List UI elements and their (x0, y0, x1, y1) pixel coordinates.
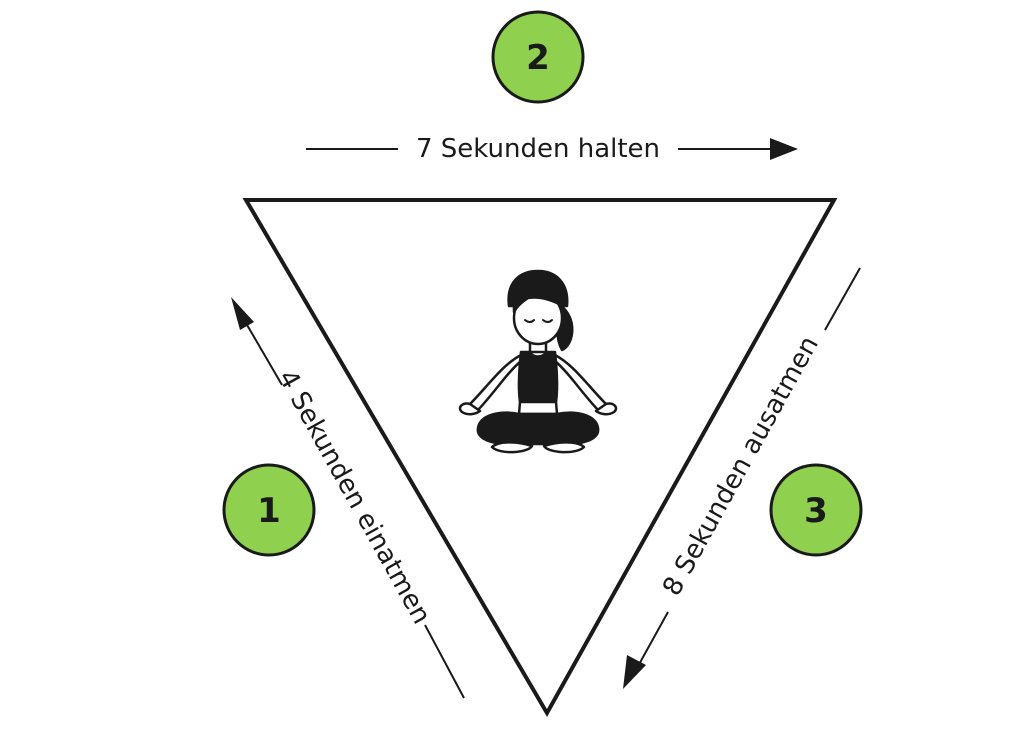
step-1-arrow (242, 317, 283, 386)
step-2: 2 7 Sekunden halten (306, 10, 798, 164)
step-1-arrowhead (231, 297, 254, 330)
meditating-woman-icon (458, 269, 618, 454)
breathing-triangle (242, 198, 838, 718)
step-1-number: 1 (257, 491, 281, 531)
step-2-arrowhead (770, 138, 798, 160)
step-1-circle (222, 463, 316, 557)
step-3-line-top (824, 267, 861, 331)
step-2-number: 2 (526, 38, 550, 78)
step-1-line-bottom (424, 624, 465, 699)
step-2-label: 7 Sekunden halten (416, 134, 660, 164)
step-3-number: 3 (804, 491, 828, 531)
step-2-circle (491, 10, 585, 104)
step-3-arrowhead (623, 655, 646, 689)
step-3-arrow (636, 611, 669, 669)
step-3-circle (769, 463, 863, 557)
